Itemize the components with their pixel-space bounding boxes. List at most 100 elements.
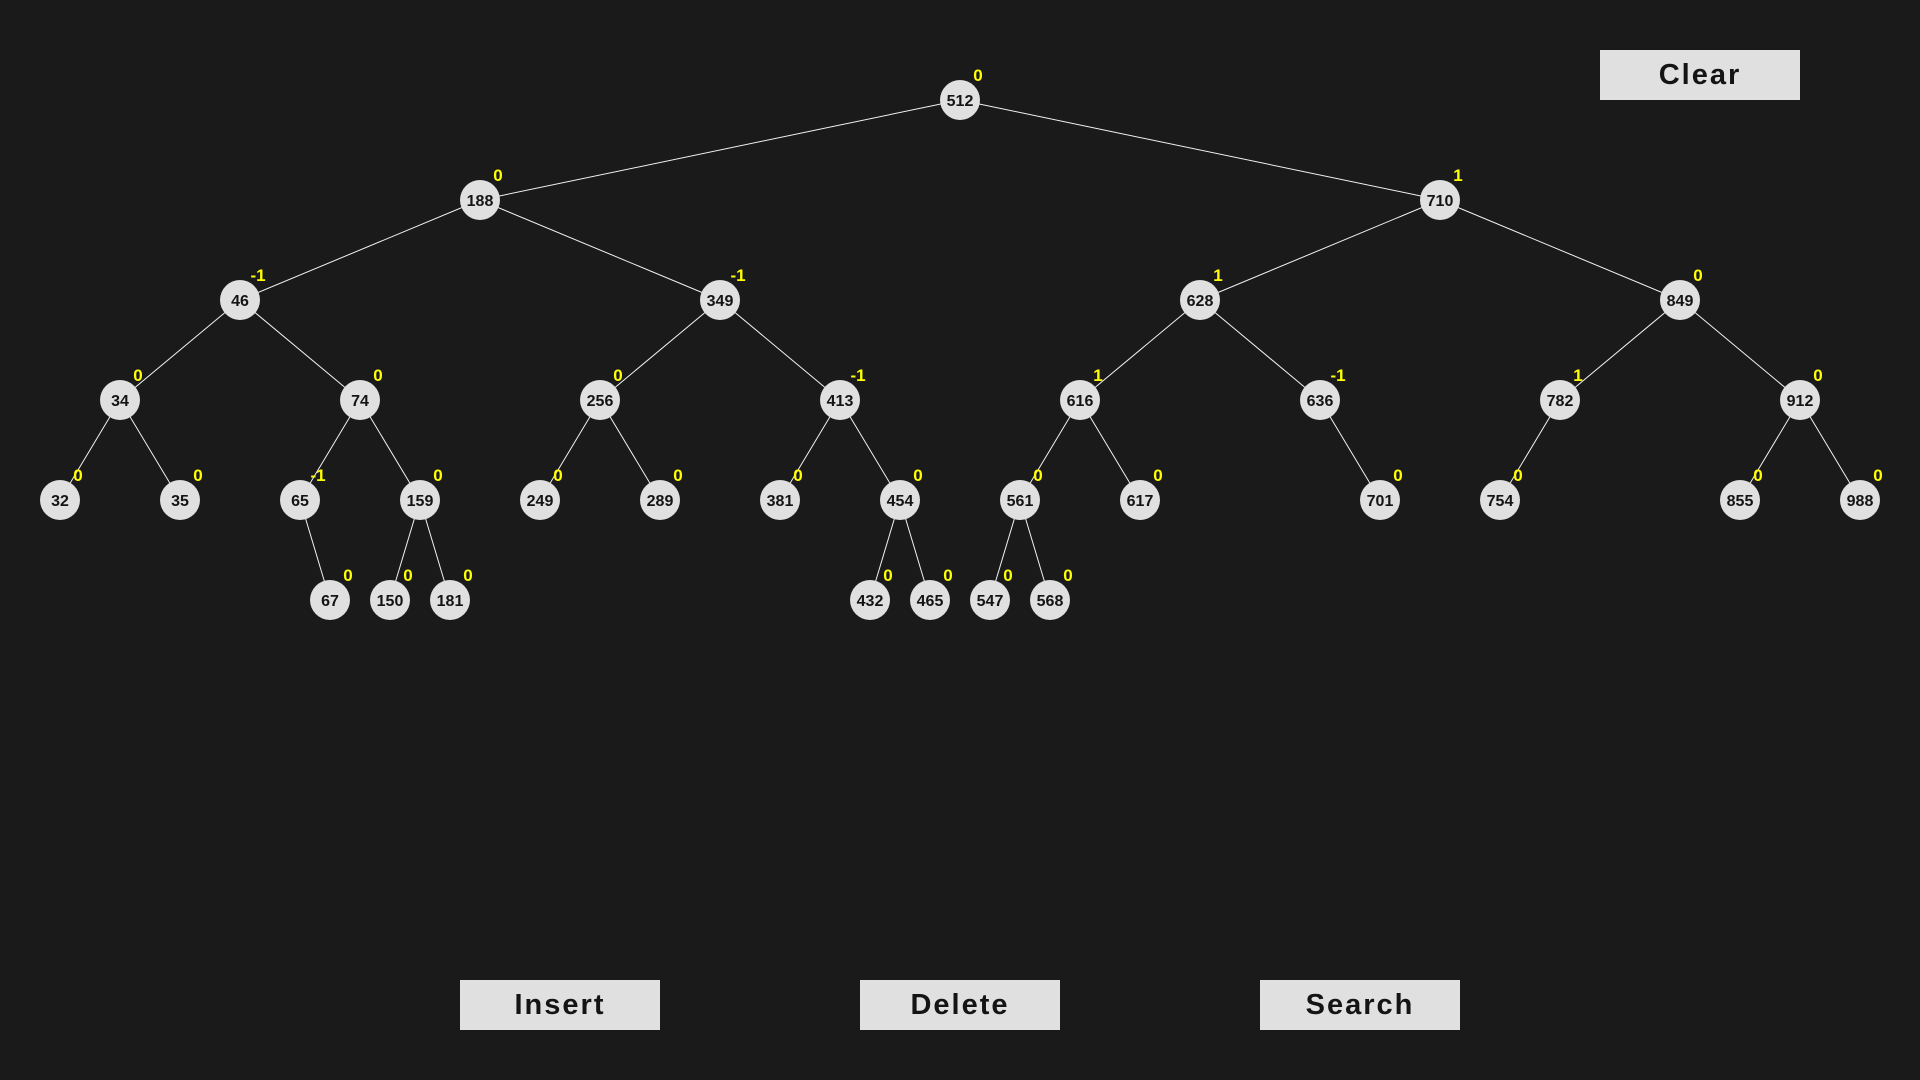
node-value-label: 782 [1547, 393, 1574, 410]
node-value-label: 256 [587, 393, 614, 410]
tree-node-74 [340, 380, 380, 420]
tree-node-710 [1420, 180, 1460, 220]
insert-button[interactable]: Insert [460, 980, 660, 1030]
tree-node-568 [1030, 580, 1070, 620]
node-value-label: 512 [947, 93, 974, 110]
balance-factor-label: 0 [973, 66, 982, 85]
tree-edge-512-188 [479, 99, 961, 201]
tree-edge-710-849 [1439, 199, 1681, 301]
node-value-label: 67 [321, 593, 339, 610]
balance-factor-label: 0 [343, 566, 352, 585]
balance-factor-label: 0 [1513, 466, 1522, 485]
balance-factor-label: 0 [1033, 466, 1042, 485]
clear-button[interactable]: Clear [1600, 50, 1800, 100]
node-value-label: 616 [1067, 393, 1094, 410]
tree-node-159 [400, 480, 440, 520]
balance-factor-label: 0 [1753, 466, 1762, 485]
tree-edge-512-710 [959, 99, 1441, 201]
balance-factor-label: 0 [373, 366, 382, 385]
tree-edge-188-46 [239, 199, 481, 301]
tree-node-701 [1360, 480, 1400, 520]
balance-factor-label: 0 [1873, 466, 1882, 485]
tree-node-616 [1060, 380, 1100, 420]
node-value-label: 249 [527, 493, 554, 510]
tree-node-849 [1660, 280, 1700, 320]
balance-factor-label: 0 [493, 166, 502, 185]
tree-node-188 [460, 180, 500, 220]
node-value-label: 617 [1127, 493, 1154, 510]
balance-factor-label: -1 [850, 366, 865, 385]
balance-factor-label: 0 [1063, 566, 1072, 585]
node-value-label: 628 [1187, 293, 1214, 310]
balance-factor-label: 0 [793, 466, 802, 485]
balance-factor-label: -1 [1330, 366, 1345, 385]
balance-factor-label: -1 [310, 466, 325, 485]
tree-node-465 [910, 580, 950, 620]
tree-node-34 [100, 380, 140, 420]
balance-factor-label: 0 [613, 366, 622, 385]
balance-factor-label: 0 [1003, 566, 1012, 585]
tree-node-547 [970, 580, 1010, 620]
tree-edge-710-628 [1199, 199, 1441, 301]
tree-node-912 [1780, 380, 1820, 420]
balance-factor-label: 0 [463, 566, 472, 585]
balance-factor-label: 1 [1573, 366, 1582, 385]
tree-node-617 [1120, 480, 1160, 520]
node-value-label: 289 [647, 493, 674, 510]
tree-node-628 [1180, 280, 1220, 320]
tree-edge-188-349 [479, 199, 721, 301]
node-value-label: 34 [111, 393, 129, 410]
balance-factor-label: 0 [1153, 466, 1162, 485]
delete-button[interactable]: Delete [860, 980, 1060, 1030]
balance-factor-label: 0 [1393, 466, 1402, 485]
balance-factor-label: 0 [913, 466, 922, 485]
node-value-label: 35 [171, 493, 189, 510]
node-value-label: 46 [231, 293, 249, 310]
node-value-label: 381 [767, 493, 794, 510]
node-value-label: 754 [1487, 493, 1514, 510]
tree-edge-628-616 [1079, 299, 1201, 401]
balance-factor-label: 1 [1213, 266, 1222, 285]
tree-edge-46-74 [239, 299, 361, 401]
balance-factor-label: -1 [730, 266, 745, 285]
node-value-label: 855 [1727, 493, 1754, 510]
tree-node-249 [520, 480, 560, 520]
tree-node-512 [940, 80, 980, 120]
tree-node-289 [640, 480, 680, 520]
tree-edge-46-34 [119, 299, 241, 401]
node-value-label: 912 [1787, 393, 1814, 410]
tree-node-561 [1000, 480, 1040, 520]
tree-edge-628-636 [1199, 299, 1321, 401]
tree-node-349 [700, 280, 740, 320]
balance-factor-label: 0 [883, 566, 892, 585]
search-button[interactable]: Search [1260, 980, 1460, 1030]
tree-node-256 [580, 380, 620, 420]
tree-node-65 [280, 480, 320, 520]
node-value-label: 568 [1037, 593, 1064, 610]
balance-factor-label: 1 [1453, 166, 1462, 185]
node-value-label: 454 [887, 493, 914, 510]
node-value-label: 636 [1307, 393, 1334, 410]
node-value-label: 188 [467, 193, 494, 210]
node-value-label: 561 [1007, 493, 1034, 510]
node-value-label: 701 [1367, 493, 1394, 510]
balance-factor-label: 0 [673, 466, 682, 485]
balance-factor-label: 0 [403, 566, 412, 585]
tree-node-381 [760, 480, 800, 520]
tree-edge-349-256 [599, 299, 721, 401]
tree-node-181 [430, 580, 470, 620]
node-value-label: 74 [351, 393, 369, 410]
balance-factor-label: 0 [1813, 366, 1822, 385]
tree-node-32 [40, 480, 80, 520]
node-value-label: 432 [857, 593, 884, 610]
tree-node-46 [220, 280, 260, 320]
tree-node-782 [1540, 380, 1580, 420]
node-value-label: 988 [1847, 493, 1874, 510]
node-value-label: 547 [977, 593, 1004, 610]
node-value-label: 32 [51, 493, 69, 510]
node-value-label: 710 [1427, 193, 1454, 210]
tree-node-413 [820, 380, 860, 420]
node-value-label: 65 [291, 493, 309, 510]
